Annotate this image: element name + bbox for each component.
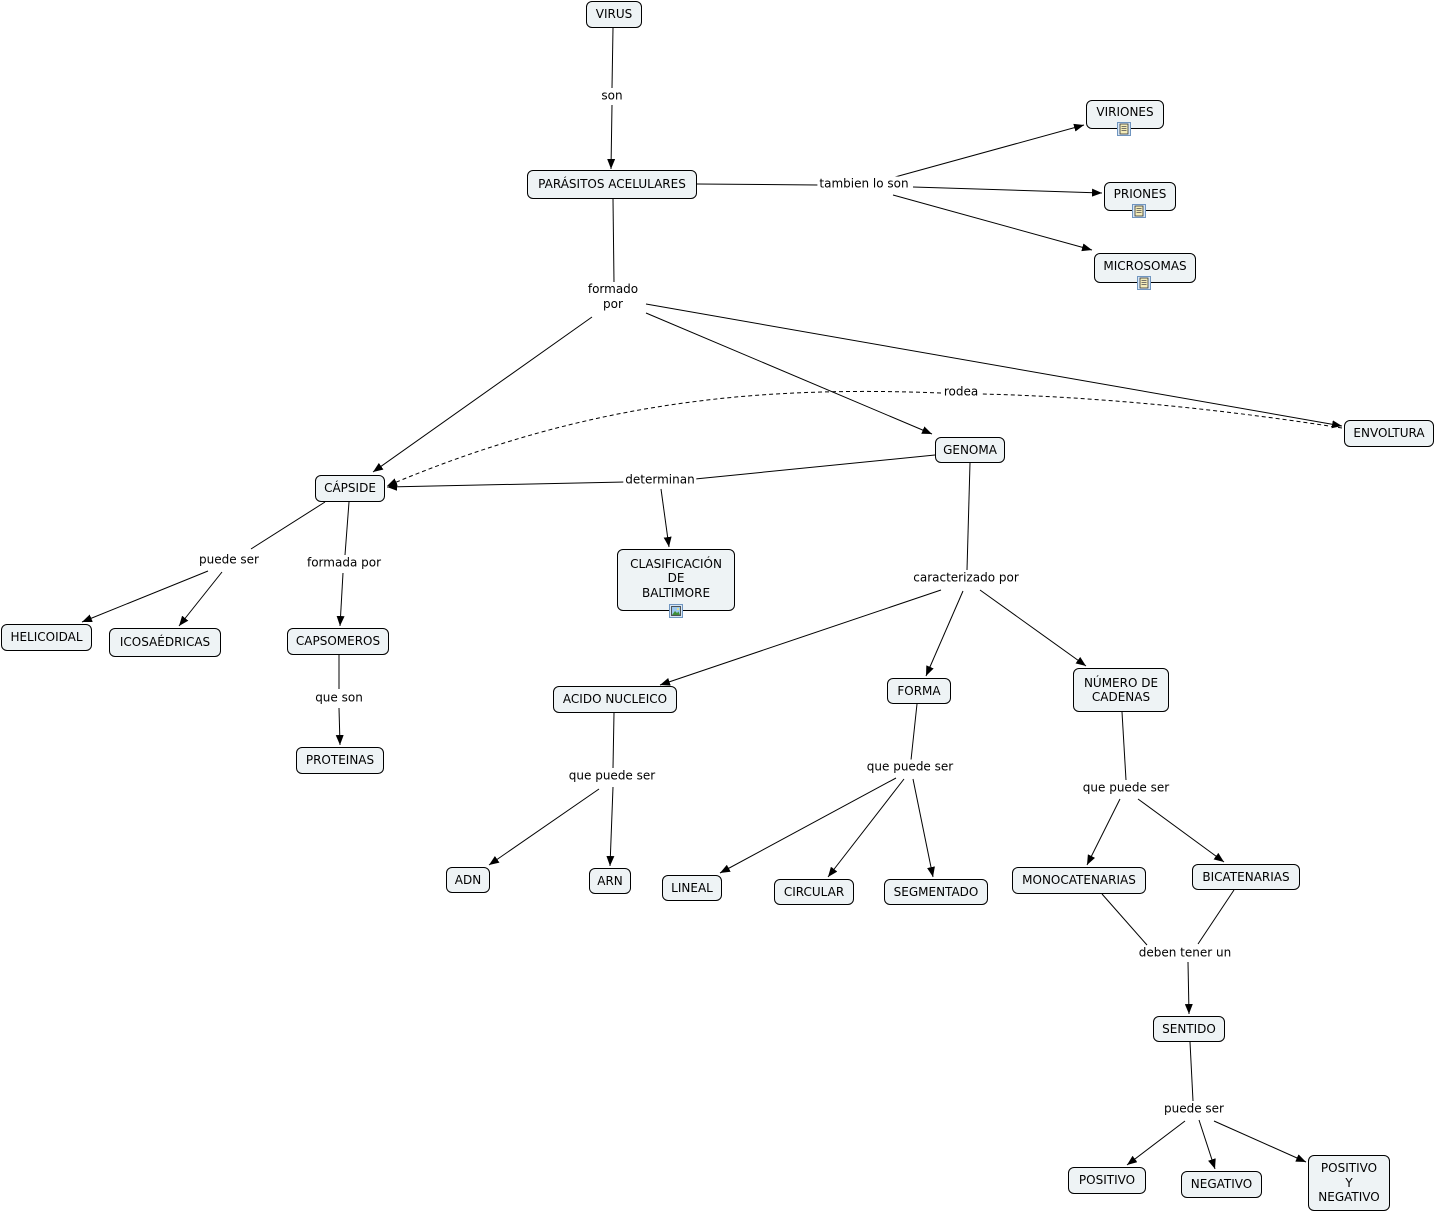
- concept-adn: ADN: [446, 867, 490, 893]
- linking-phrase-son: son: [599, 88, 625, 104]
- linking-phrase-formado-por: formado por: [585, 282, 641, 312]
- connector-sentido-to-puede-ser: [1189, 1041, 1194, 1102]
- connector-virus-to-son: [611, 27, 614, 89]
- connector-determinan-to-capside: [386, 481, 626, 491]
- linking-phrase-tambien-lo-son: tambien lo son: [817, 176, 911, 192]
- connector-que-puede-ser-to-adn: [488, 788, 600, 866]
- connector-formado-por-to-envoltura: [645, 303, 1343, 429]
- linking-phrase-rodea: rodea: [941, 384, 981, 400]
- connector-monocatenarias-to-deben-tener-un: [1101, 893, 1148, 946]
- concept-lineal: LINEAL: [662, 875, 722, 901]
- priones-text-document-icon[interactable]: [1132, 204, 1146, 218]
- connector-que-puede-ser-to-segmentado: [912, 778, 935, 878]
- concept-positivo: POSITIVO: [1068, 1167, 1146, 1194]
- connector-envoltura-to-rodea: [980, 393, 1343, 429]
- connector-que-son-to-proteinas: [335, 707, 344, 746]
- concept-capside: CÁPSIDE: [315, 475, 385, 502]
- connector-caracterizado-por-to-forma: [925, 590, 964, 677]
- connector-caracterizado-por-to-acido-nucleico: [659, 589, 942, 686]
- concept-positivo-y-negativo: POSITIVO Y NEGATIVO: [1308, 1155, 1390, 1211]
- linking-phrase-que-son: que son: [313, 690, 365, 706]
- connector-acido-nucleico-to-que-puede-ser: [612, 712, 615, 769]
- connector-parasitos-to-formado-por: [612, 198, 615, 284]
- connector-son-to-parasitos: [607, 104, 616, 170]
- microsomas-text-document-icon[interactable]: [1137, 276, 1151, 290]
- connector-puede-ser-to-negativo: [1198, 1119, 1216, 1170]
- connector-capside-to-puede-ser: [250, 501, 326, 550]
- connector-bicatenarias-to-deben-tener-un: [1197, 889, 1235, 945]
- concept-envoltura: ENVOLTURA: [1344, 420, 1434, 447]
- linking-phrase-capside-puede-ser: puede ser: [197, 552, 261, 568]
- connector-que-puede-ser-to-arn: [606, 786, 615, 867]
- connector-genoma-to-determinan: [694, 454, 936, 480]
- connector-formada-por-to-capsomeros: [336, 572, 345, 627]
- concept-numero-de-cadenas: NÚMERO DE CADENAS: [1073, 668, 1169, 712]
- linking-phrase-deben-tener-un: deben tener un: [1136, 945, 1234, 961]
- clasificacion-image-icon[interactable]: [669, 604, 683, 618]
- linking-phrase-determinan: determinan: [623, 472, 697, 488]
- concept-parasitos-acelulares: PARÁSITOS ACELULARES: [527, 170, 697, 199]
- linking-phrase-numero-que-puede-ser: que puede ser: [1080, 780, 1172, 796]
- connector-genoma-to-caracterizado-por: [966, 462, 971, 571]
- concept-circular: CIRCULAR: [774, 879, 854, 905]
- concept-virus: VIRUS: [586, 1, 642, 28]
- concept-helicoidal: HELICOIDAL: [1, 624, 92, 651]
- connector-forma-to-que-puede-ser: [910, 703, 918, 761]
- concept-acido-nucleico: ACIDO NUCLEICO: [553, 686, 677, 713]
- concept-proteinas: PROTEINAS: [296, 747, 384, 774]
- connector-determinan-to-clasificacion: [660, 488, 672, 548]
- concept-arn: ARN: [589, 868, 631, 894]
- connector-capside-to-formada-por: [344, 501, 350, 556]
- connector-tambien-lo-son-to-microsomas: [892, 194, 1093, 252]
- connector-formado-por-to-genoma: [645, 312, 933, 435]
- viriones-text-document-icon[interactable]: [1117, 122, 1131, 136]
- concept-genoma: GENOMA: [935, 437, 1005, 463]
- connector-rodea-to-capside: [386, 390, 942, 487]
- connector-parasitos-to-tambien-lo-son: [696, 183, 819, 186]
- connector-deben-tener-un-to-sentido: [1184, 961, 1193, 1015]
- connector-numero-to-que-puede-ser: [1121, 711, 1127, 781]
- connector-que-puede-ser-to-circular: [827, 778, 905, 878]
- concept-capsomeros: CAPSOMEROS: [287, 628, 389, 655]
- connector-caracterizado-por-to-numero-de-cadenas: [979, 589, 1087, 667]
- connector-que-puede-ser-to-bicatenarias: [1137, 798, 1225, 863]
- connector-formado-por-to-capside: [372, 316, 593, 473]
- connector-puede-ser-to-positivo-y-negativo: [1213, 1120, 1307, 1163]
- concept-forma: FORMA: [887, 678, 951, 704]
- concept-negativo: NEGATIVO: [1181, 1171, 1262, 1198]
- concept-clasificacion-baltimore: CLASIFICACIÓN DE BALTIMORE: [617, 549, 735, 611]
- connector-puede-ser-to-helicoidal: [81, 570, 209, 623]
- linking-phrase-forma-que-puede-ser: que puede ser: [864, 759, 956, 775]
- concept-viriones: VIRIONES: [1086, 100, 1164, 129]
- connector-que-puede-ser-to-lineal: [719, 777, 897, 874]
- concept-sentido: SENTIDO: [1153, 1016, 1225, 1042]
- connector-puede-ser-to-icosaedricas: [178, 571, 223, 627]
- linking-phrase-formada-por: formada por: [304, 555, 384, 571]
- concept-icosaedricas: ICOSAÉDRICAS: [109, 628, 221, 657]
- linking-phrase-acido-que-puede-ser: que puede ser: [566, 768, 658, 784]
- concept-monocatenarias: MONOCATENARIAS: [1012, 867, 1146, 894]
- connector-puede-ser-to-positivo: [1126, 1120, 1186, 1166]
- connector-que-puede-ser-to-monocatenarias: [1086, 798, 1121, 866]
- concept-segmentado: SEGMENTADO: [884, 879, 988, 905]
- connector-tambien-lo-son-to-priones: [912, 186, 1103, 197]
- linking-phrase-sentido-puede-ser: puede ser: [1162, 1101, 1226, 1117]
- concept-bicatenarias: BICATENARIAS: [1192, 864, 1300, 890]
- linking-phrase-caracterizado-por: caracterizado por: [911, 570, 1021, 586]
- connector-tambien-lo-son-to-viriones: [894, 123, 1085, 178]
